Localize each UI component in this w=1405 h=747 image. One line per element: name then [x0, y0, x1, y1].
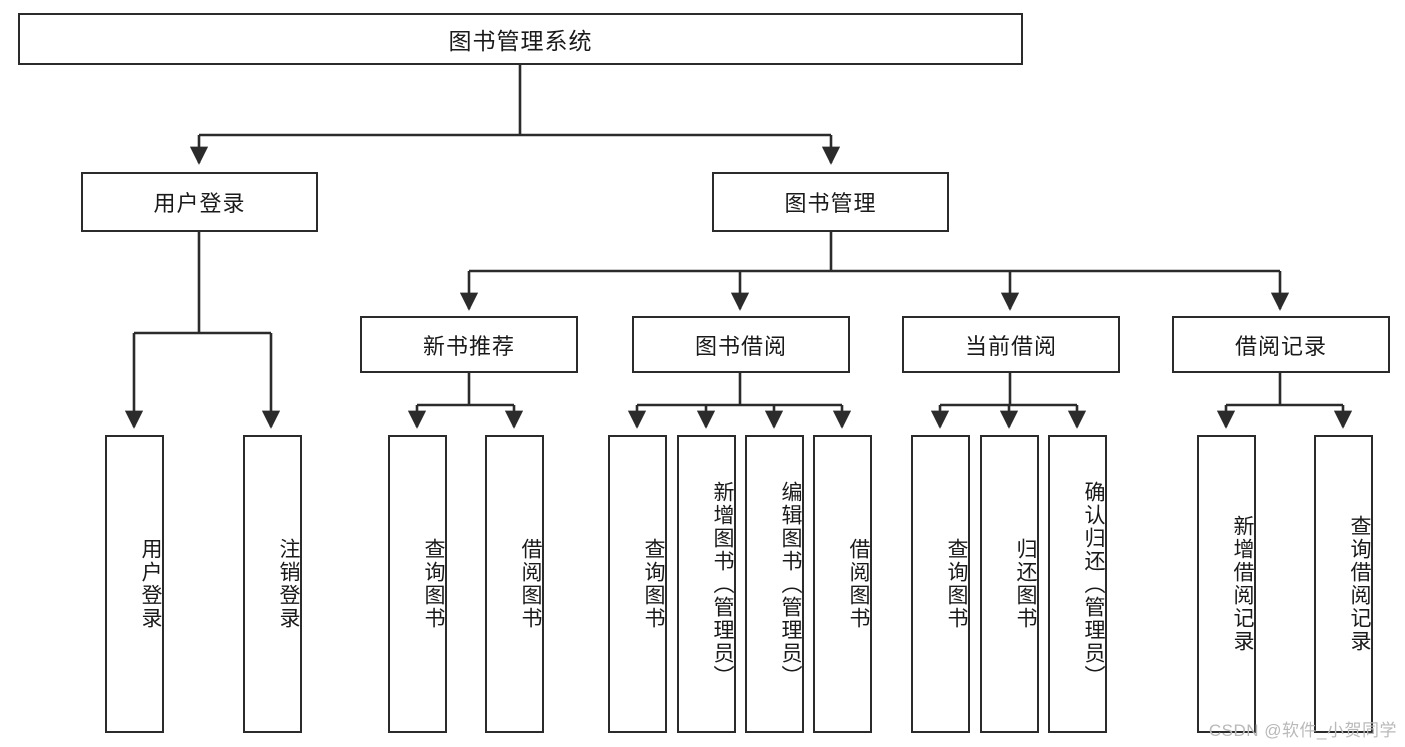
leaf-logout[interactable]: 注销登录 [243, 435, 302, 733]
leaf-query-book-recommend[interactable]: 查询图书 [388, 435, 447, 733]
leaf-confirm-return-admin[interactable]: 确认归还（管理员） [1048, 435, 1107, 733]
node-book-borrow[interactable]: 图书借阅 [632, 316, 850, 373]
leaf-borrow-book-recommend[interactable]: 借阅图书 [485, 435, 544, 733]
node-book-management[interactable]: 图书管理 [712, 172, 949, 232]
node-root-system[interactable]: 图书管理系统 [18, 13, 1023, 65]
leaf-borrow-book[interactable]: 借阅图书 [813, 435, 872, 733]
leaf-return-book[interactable]: 归还图书 [980, 435, 1039, 733]
node-borrow-record[interactable]: 借阅记录 [1172, 316, 1390, 373]
node-current-borrow[interactable]: 当前借阅 [902, 316, 1120, 373]
leaf-add-borrow-record[interactable]: 新增借阅记录 [1197, 435, 1256, 733]
leaf-user-login[interactable]: 用户登录 [105, 435, 164, 733]
leaf-edit-book-admin[interactable]: 编辑图书（管理员） [745, 435, 804, 733]
leaf-add-book-admin[interactable]: 新增图书（管理员） [677, 435, 736, 733]
leaf-query-book-current[interactable]: 查询图书 [911, 435, 970, 733]
leaf-query-borrow-record[interactable]: 查询借阅记录 [1314, 435, 1373, 733]
node-new-book-recommend[interactable]: 新书推荐 [360, 316, 578, 373]
node-user-login[interactable]: 用户登录 [81, 172, 318, 232]
csdn-watermark: CSDN @软件_小贺同学 [1208, 721, 1397, 740]
leaf-query-book-borrow[interactable]: 查询图书 [608, 435, 667, 733]
